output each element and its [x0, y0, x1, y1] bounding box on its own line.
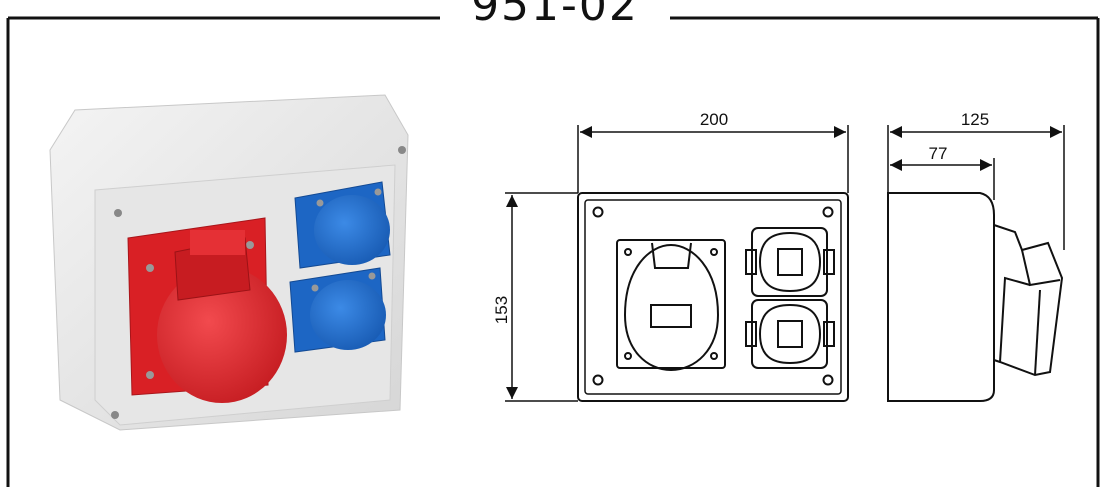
screw-icon [114, 209, 122, 217]
product-title: 951-02 [445, 0, 665, 34]
blue-schuko-socket-bottom [289, 267, 386, 353]
dimension-width [577, 125, 849, 193]
screw-icon [111, 411, 119, 419]
side-view-drawing [887, 192, 1064, 402]
dim-label-side-body: 77 [929, 144, 948, 163]
dim-label-width: 200 [700, 110, 728, 129]
blue-schuko-socket-top [294, 181, 391, 269]
screw-icon [398, 146, 406, 154]
dim-label-side-total: 125 [961, 110, 989, 129]
red-cee-socket [127, 217, 287, 403]
front-view-drawing [577, 192, 849, 402]
product-photo [49, 94, 409, 431]
dimension-side-total [887, 125, 1065, 250]
dim-label-height: 153 [492, 296, 511, 324]
outer-frame [6, 16, 1100, 487]
dimension-height [505, 192, 578, 402]
dimension-side-body [890, 158, 995, 200]
